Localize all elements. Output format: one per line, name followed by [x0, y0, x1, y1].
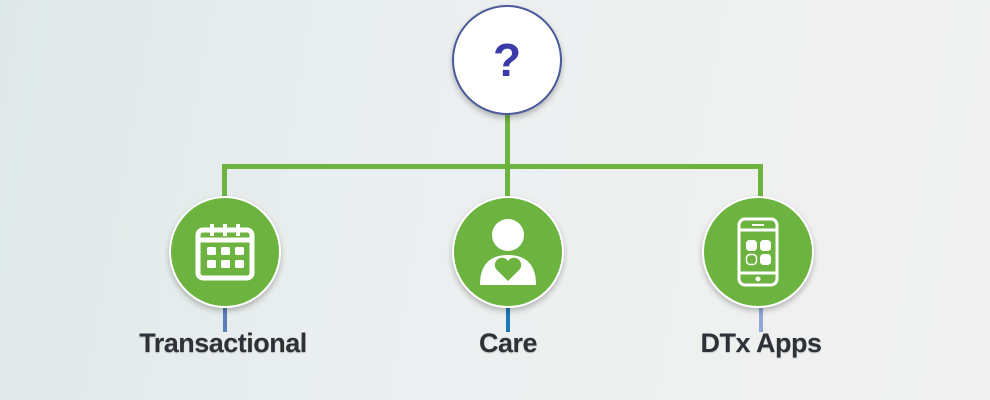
- question-mark-icon: ?: [492, 34, 522, 86]
- label-care: Care: [478, 328, 538, 358]
- node-care: [452, 196, 564, 308]
- label-transactional: Transactional: [139, 328, 307, 358]
- stub-dtx: [759, 308, 763, 332]
- node-dtx-apps: [702, 196, 814, 308]
- person-heart-icon: [480, 219, 536, 285]
- root-connector: [505, 114, 510, 169]
- node-transactional: [169, 196, 281, 308]
- stub-transactional: [223, 308, 227, 332]
- label-dtx-apps: DTx Apps: [700, 328, 822, 358]
- stub-care: [506, 308, 510, 332]
- calendar-icon: [195, 224, 255, 281]
- horizontal-connector: [222, 164, 763, 169]
- smartphone-apps-icon: [737, 217, 779, 287]
- root-node: ?: [452, 5, 562, 115]
- connector-transactional: [222, 164, 227, 199]
- connector-care: [505, 164, 510, 199]
- connector-dtx: [758, 164, 763, 199]
